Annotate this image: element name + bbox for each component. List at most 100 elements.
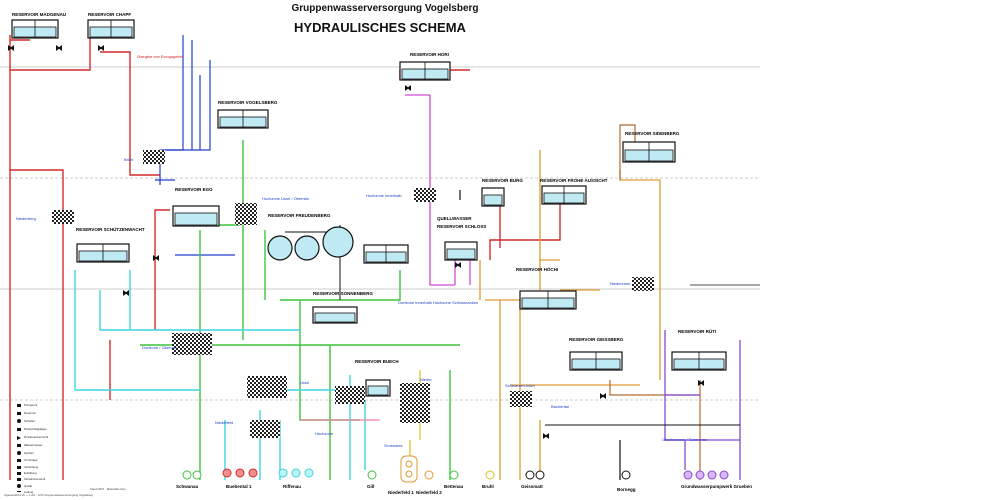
tank-burg [481, 187, 505, 207]
sources-note: Übergabe vom Einzugsgebiet [137, 55, 183, 59]
tank-buech [365, 379, 391, 397]
grid-block [400, 383, 430, 423]
zone-grosswies: Grosswies [384, 443, 403, 448]
legend-item: Hydrant [24, 451, 34, 455]
legend-item: Wassermesser [24, 443, 43, 447]
pump-bornegg: Bornegg [617, 487, 636, 492]
label-reservoir-sonnenberg: RESERVOIR SONNENBERG [313, 291, 373, 296]
schema-sheet: Gruppenwasserversorgung Vogelsberg HYDRA… [0, 3, 760, 497]
label-reservoir-hori: RESERVOIR HORI [410, 52, 449, 57]
label-reservoir-schloss: RESERVOIR SCHLOSS [437, 224, 487, 229]
legend-item: Leitung [24, 490, 34, 494]
zone-niederzone: Niederzone [610, 281, 631, 286]
label-reservoir-frohe-aussicht: RESERVOIR FROHE AUSSICHT [540, 178, 608, 183]
label-reservoir-geissberg: RESERVOIR GEISSBERG [569, 337, 624, 342]
tank-egg [172, 205, 220, 227]
connection-grids [52, 150, 654, 438]
pump-bettenau: Bettenau [444, 484, 464, 489]
blue-network [155, 35, 235, 256]
legend-item: Quelle [24, 484, 33, 488]
zone-hochzone-ussri: Hochzone Ussri / Oberrain [262, 196, 310, 201]
label-reservoir-burg: RESERVOIR BURG [482, 178, 523, 183]
pump-niederfeld1: Niederfeld 1 [388, 490, 414, 495]
page-subtitle: HYDRAULISCHES SCHEMA [294, 20, 466, 35]
label-reservoir-vogelsberg: RESERVOIR VOGELSBERG [218, 100, 278, 105]
legend-item: Schieber [24, 419, 36, 423]
zone-hochzone: Hochzone [315, 431, 334, 436]
tank-rueti [671, 351, 727, 371]
separator-lines [0, 66, 760, 401]
tank-schuetzenwacht [76, 243, 130, 263]
page-title: Gruppenwasserversorgung Vogelsberg [291, 3, 479, 14]
pump-gill: Gill [367, 484, 375, 489]
pump-geissmatt: Geissmatt [521, 484, 543, 489]
pump-schwanau: Schwanau [176, 484, 199, 489]
pump-niederfeld2: Niederfeld 2 [416, 490, 442, 495]
grid-block [250, 420, 280, 438]
hydraulic-diagram [0, 19, 760, 492]
zone-hochzone-rest: Hochzone innerhalb [366, 193, 402, 198]
grid-block [414, 188, 436, 202]
legend-item: Rückschlagklappe [24, 427, 47, 431]
legend-item: Pumpwerk [24, 403, 38, 407]
zone-schwarzenbach: Schwarzen-bach [505, 383, 535, 388]
tank-madgenau [11, 19, 59, 39]
grid-block [632, 277, 654, 291]
pump-stations [182, 455, 729, 483]
tank-hori [399, 61, 451, 81]
grid-block [143, 150, 165, 164]
grid-block [172, 333, 212, 355]
legend-item: Schwimmerventil [24, 477, 46, 481]
tank-frohe [541, 185, 587, 205]
zone-niederfeld: Niederfeld [215, 420, 234, 425]
label-reservoir-hoechi: RESERVOIR HÖCHI [516, 267, 559, 272]
grid-block [52, 210, 74, 224]
footer-right: Stand 2007 · Massstab ohne [90, 487, 126, 491]
tank-hoechi [519, 290, 577, 310]
legend-item: Druckreduzierventil [24, 435, 48, 439]
grid-block [247, 376, 287, 398]
reservoir-tanks [11, 19, 727, 397]
pump-riffenau: Riffenau [283, 484, 301, 489]
footer-left: Ingenieurbüro W. + J. AG · GVV Gruppenwa… [4, 493, 94, 497]
pump-buebental: Buebental 1 [226, 484, 252, 489]
zone-bruehl: Brühl [124, 157, 134, 162]
tank-sidenberg [622, 141, 676, 163]
grid-block [510, 391, 532, 407]
tank-geissberg [569, 351, 623, 371]
zone-bachental: Bachental [551, 404, 569, 409]
tank-sonnenberg [312, 306, 358, 324]
tank-vogelsberg [217, 109, 269, 129]
cyan-network [74, 270, 366, 480]
zone-nieder: Nieder [420, 377, 432, 382]
label-reservoir-sidenberg: RESERVOIR SIDENBERG [625, 131, 680, 136]
legend-item: Entlüftung [24, 471, 37, 475]
tank-freudenberg-round [267, 226, 354, 261]
tank-freudenberg-rect [363, 244, 409, 264]
grid-block [235, 203, 257, 225]
pump-bruhl: Bruhl [482, 484, 494, 489]
label-reservoir-freudenberg: RESERVOIR FREUDENBERG [268, 213, 331, 218]
label-reservoir-schuetzenwacht: RESERVOIR SCHÜTZENWACHT [76, 227, 145, 232]
label-quellwasser: QUELLWASSER [437, 216, 472, 221]
zone-dorfzone-oberrain: Dorfzone / Oberrain [142, 345, 178, 350]
purple-network [664, 330, 741, 480]
label-reservoir-chapf: RESERVOIR CHAPF [88, 12, 132, 17]
zone-niederberg: Niederberg [16, 216, 36, 221]
pump-grundwasser: Grundwasserpumpwerk Grueben [681, 484, 753, 489]
legend-item: UV-Anlage [24, 458, 38, 462]
label-reservoir-egg: RESERVOIR EGG [175, 187, 213, 192]
label-reservoir-rueti: RESERVOIR RÜTI [678, 329, 717, 334]
tank-chapf [87, 19, 135, 39]
label-reservoir-buech: RESERVOIR BUECH [355, 359, 399, 364]
zone-ussri: Ussri [300, 380, 310, 385]
grid-block [335, 386, 365, 404]
tank-schloss [444, 241, 478, 261]
zone-dorfzone-schloss: Dorfzone innerhalb Hochzone Schlossranke… [398, 300, 479, 305]
legend-symbols [17, 404, 21, 492]
legend-item: Verbindung [24, 465, 39, 469]
label-reservoir-madgenau: RESERVOIR MADGENAU [12, 12, 67, 17]
zone-oberbrennen: Oberbrennen / Sonnenter [662, 437, 708, 442]
legend-item: Reservoir [24, 411, 36, 415]
valve-symbols [8, 45, 704, 439]
